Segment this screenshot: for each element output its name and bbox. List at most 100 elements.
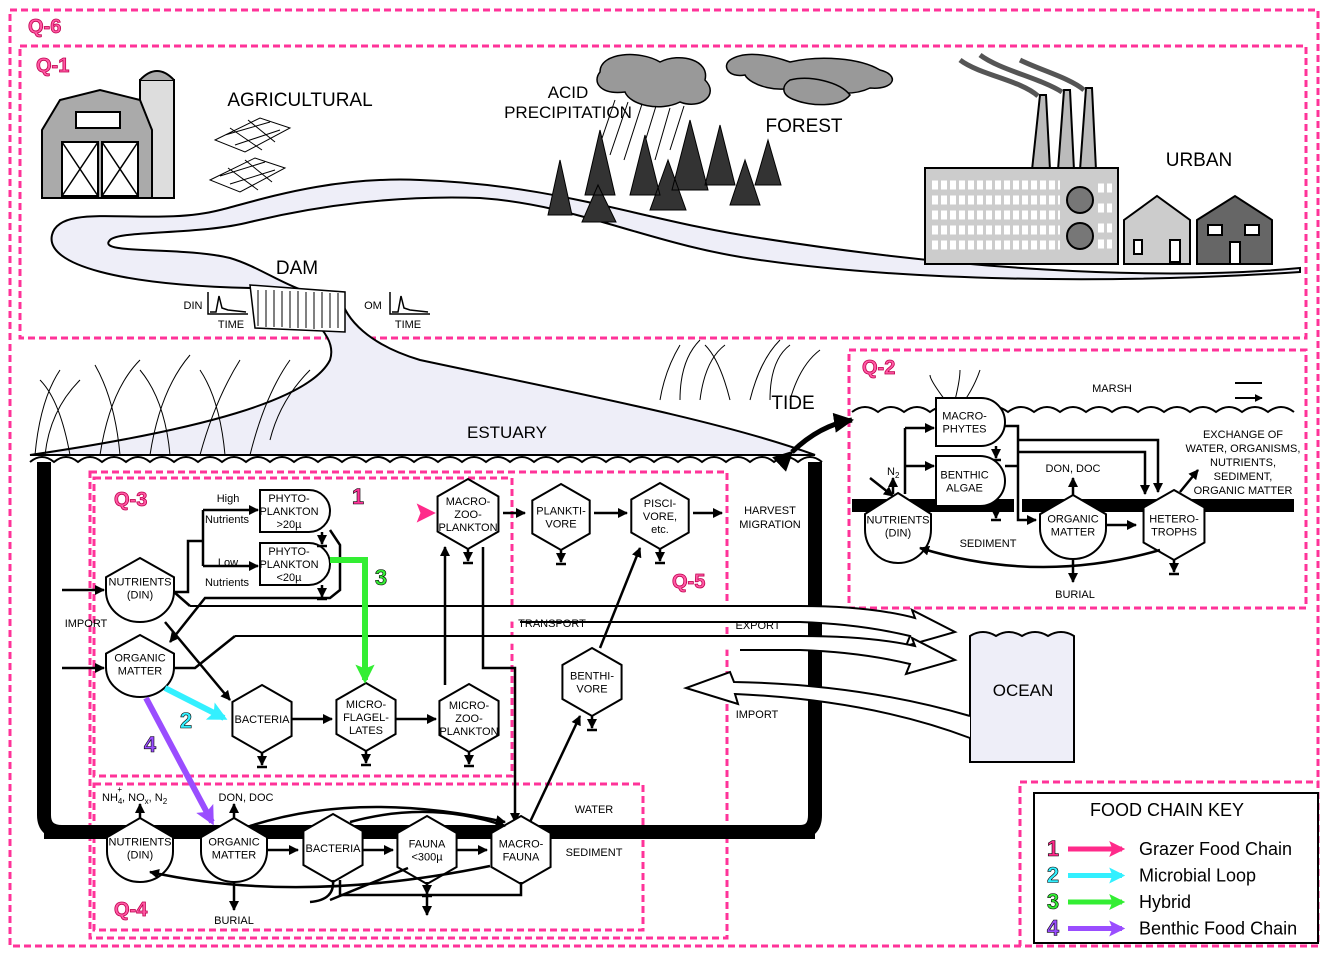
- region-label-q4: Q-4: [114, 899, 148, 921]
- marsh-label: MARSH: [1092, 383, 1132, 395]
- key-item: 3 Hybrid: [1047, 889, 1191, 915]
- benthic-food-chain-arrow: [143, 696, 215, 826]
- nutrients-din-q3-label-line: (DIN): [127, 590, 153, 602]
- harvest-label: HARVEST: [744, 505, 796, 517]
- exchange-arrow: [1179, 469, 1199, 493]
- bacteria-q3-label-line: BACTERIA: [234, 714, 290, 726]
- water-label: WATER: [575, 804, 614, 816]
- import-label: IMPORT: [65, 618, 108, 630]
- exchange-note-label-line: WATER, ORGANISMS,: [1186, 443, 1301, 455]
- bacteria-q4-label: BACTERIA: [305, 843, 361, 855]
- macrozooplankton-label-line: PLANKTON: [438, 522, 497, 534]
- phytoplankton-large-label: PHYTO-PLANKTON>20µ: [259, 493, 318, 531]
- exchange-note-label-line: SEDIMENT,: [1214, 471, 1273, 483]
- nutrients-din-q2-node: [864, 491, 932, 564]
- flow-arrow: [1018, 450, 1150, 495]
- region-label-q5: Q-5: [672, 571, 705, 593]
- dissolved-nitrogen-part: , N: [149, 792, 163, 804]
- microflagellates-label-line: FLAGEL-: [343, 712, 389, 724]
- region-q1-box: [18, 44, 1308, 340]
- organic-matter-q2-label-line: ORGANIC: [1047, 514, 1098, 526]
- precipitation-label: PRECIPITATION: [504, 103, 632, 122]
- macrofauna-label-line: FAUNA: [503, 852, 540, 864]
- nutrients-din-q3-node: [105, 556, 175, 623]
- high-nutrients-label: Nutrients: [205, 514, 250, 526]
- macrofauna-to-benthivore-arrow: [528, 715, 582, 823]
- planktivore-label: PLANKTI-VORE: [536, 506, 586, 531]
- benthivore-label: BENTHI-VORE: [570, 671, 614, 696]
- phytoplankton-small-label-line: PHYTO-: [268, 546, 310, 558]
- ocean-import-label: IMPORT: [736, 709, 779, 721]
- n2-label: N2: [887, 466, 900, 480]
- low-label: Low: [218, 557, 238, 569]
- key-item-label: Grazer Food Chain: [1139, 839, 1292, 859]
- din-graph-label: DIN: [184, 300, 203, 312]
- om-graph-label: OM: [364, 300, 382, 312]
- plants-to-organic-arrow: [1005, 424, 1037, 525]
- om-time-label: TIME: [395, 319, 421, 331]
- don-doc-q2-label: DON, DOC: [1046, 463, 1101, 475]
- macrozoo-to-macrofauna-arrow: [481, 547, 520, 823]
- organic-matter-q2-node: [1039, 493, 1107, 560]
- organic-matter-q3-node: [105, 633, 175, 698]
- heterotrophs-label-line: TROPHS: [1151, 527, 1197, 539]
- macrozooplankton-label-line: ZOO-: [454, 509, 482, 521]
- hybrid-food-chain-arrow: [330, 557, 375, 684]
- region-q5-box: [88, 470, 729, 940]
- flow-number-1: 1: [352, 484, 364, 509]
- exchange-note-label-line: NUTRIENTS,: [1210, 457, 1276, 469]
- import-arrow: [682, 670, 971, 739]
- microflagellates-label-line: LATES: [349, 725, 383, 737]
- region-q3-box: [92, 476, 514, 778]
- n2-label-part: 2: [895, 471, 900, 480]
- dissolved-nitrogen-part: +: [117, 785, 122, 794]
- nutrients-din-q4-label-line: (DIN): [127, 850, 153, 862]
- piscivore-label-line: VORE,: [643, 511, 677, 523]
- din-time-label: TIME: [218, 319, 244, 331]
- microbial-loop-arrow: [163, 685, 228, 721]
- dissolved-nitrogen-part: 4: [118, 797, 123, 806]
- macrofauna-label: MACRO-FAUNA: [499, 839, 544, 864]
- nutrients-din-q4-label: NUTRIENTS(DIN): [109, 837, 172, 862]
- nutrients-din-q2-label: NUTRIENTS(DIN): [867, 515, 930, 540]
- low-nutrients-label: Nutrients: [205, 577, 250, 589]
- microzooplankton-label-line: PLANKTON: [439, 726, 498, 738]
- organic-matter-q3-label-line: MATTER: [118, 666, 162, 678]
- microzooplankton-label: MICRO-ZOO-PLANKTON: [439, 700, 498, 738]
- urban-label: URBAN: [1166, 150, 1233, 171]
- recycle-to-nutrients-arrow: [149, 864, 491, 889]
- watershed-scene: [29, 52, 1301, 456]
- field-icon: [208, 117, 292, 193]
- export-label: EXPORT: [735, 620, 780, 632]
- factory-icon: [924, 52, 1119, 265]
- key-item-label: Microbial Loop: [1139, 866, 1256, 886]
- transport-label: TRANSPORT: [518, 618, 586, 630]
- microflagellates-label: MICRO-FLAGEL-LATES: [343, 699, 389, 737]
- nutrients-din-q4-label-line: NUTRIENTS: [109, 837, 172, 849]
- food-chain-key-title: FOOD CHAIN KEY: [1090, 800, 1244, 820]
- key-item-label: Hybrid: [1139, 892, 1191, 912]
- dissolved-nitrogen-part: x: [145, 797, 149, 806]
- nutrients-din-q4-node: [106, 816, 174, 883]
- houses-icon: [1123, 194, 1273, 265]
- phyto-to-organic-arrow: [169, 529, 342, 643]
- bacteria-q3-label: BACTERIA: [234, 714, 290, 726]
- region-q2-box: [847, 348, 1308, 610]
- benthic-algae-node: [935, 455, 1006, 507]
- benthic-algae-label-line: ALGAE: [946, 483, 983, 495]
- planktivore-label-line: VORE: [545, 519, 576, 531]
- tide-label: TIDE: [771, 393, 814, 414]
- flow-line: [174, 635, 236, 670]
- tide-exchange-arrow: [772, 412, 854, 472]
- heterotrophs-label: HETERO-TROPHS: [1149, 514, 1199, 539]
- region-label-q2: Q-2: [862, 357, 895, 379]
- burial-q4-label: BURIAL: [214, 915, 254, 927]
- benthivore-label-line: BENTHI-: [570, 671, 614, 683]
- flow-line: [173, 591, 191, 607]
- key-item-number: 3: [1047, 889, 1059, 914]
- benthivore-label-line: VORE: [576, 684, 607, 696]
